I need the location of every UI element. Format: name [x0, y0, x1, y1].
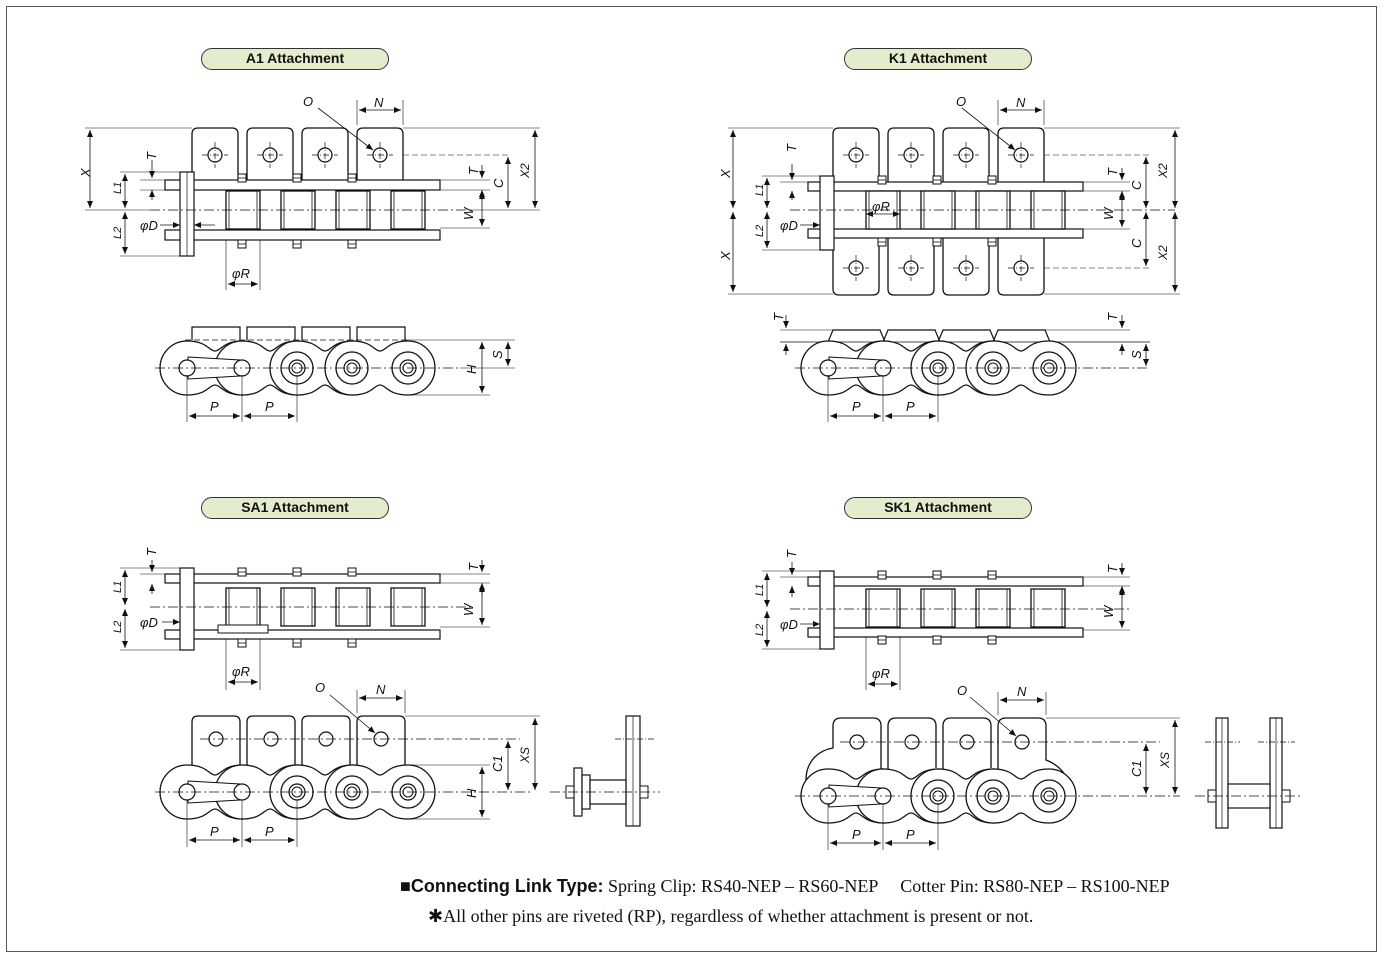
- sa1-dim-h-label: H: [464, 788, 479, 798]
- sk1-dim-c1-label: C1: [1129, 760, 1144, 777]
- sa1-side-view: [155, 690, 540, 847]
- dim-x-label: X: [78, 167, 93, 178]
- a1-side-labels: P P H S: [210, 350, 505, 414]
- k1-dim-s-label: S: [1129, 350, 1144, 359]
- sk1-labels: T L1 L2 φD φR T W: [754, 549, 1120, 681]
- k1-dim-n-label: N: [1016, 95, 1026, 110]
- dim-c-label: C: [491, 178, 506, 188]
- sa1-dim-p-label-2: P: [265, 824, 274, 839]
- sa1-dim-n-label: N: [376, 682, 386, 697]
- sk1-side-labels: O N P P C1 XS: [852, 683, 1172, 842]
- k1-dim-x-label: X: [718, 168, 733, 179]
- k1-dim-x2-label-2: X2: [1156, 245, 1170, 261]
- sk1-dim-d-label: φD: [780, 617, 798, 632]
- connecting-link-text: Spring Clip: RS40-NEP – RS60-NEP Cotter …: [603, 876, 1170, 896]
- dim-o-label: O: [303, 94, 313, 109]
- sk1-dim-o-label: O: [957, 683, 967, 698]
- dim-d-label: φD: [140, 218, 158, 233]
- dim-t-label-right: T: [466, 166, 481, 175]
- sa1-attachment-title: SA1 Attachment: [201, 497, 389, 519]
- dim-x2-label: X2: [518, 163, 532, 179]
- dim-n-label: N: [374, 95, 384, 110]
- k1-dim-o-label: O: [956, 94, 966, 109]
- k1-attachment-title: K1 Attachment: [844, 48, 1032, 70]
- dim-t-label: T: [144, 151, 159, 160]
- dim-l2-label: L2: [112, 227, 124, 239]
- sa1-dim-w-label: W: [461, 602, 476, 616]
- sa1-dim-o-label: O: [315, 680, 325, 695]
- sa1-side-labels: O N P P H C1 XS: [210, 680, 532, 839]
- sa1-dim-d-label: φD: [140, 615, 158, 630]
- sk1-dim-p-label-2: P: [906, 827, 915, 842]
- k1-dim-p-label: P: [852, 399, 861, 414]
- dim-r-label: φR: [232, 266, 250, 281]
- k1-dim-x-label-2: X: [718, 250, 733, 261]
- sa1-dim-r-label: φR: [232, 664, 250, 679]
- k1-dim-r-label: φR: [872, 199, 890, 214]
- sk1-dim-p-label: P: [852, 827, 861, 842]
- riveted-pins-note: ✱All other pins are riveted (RP), regard…: [428, 906, 1034, 926]
- k1-side-t-label-2: T: [1105, 312, 1120, 321]
- k1-dim-l1-label: L1: [754, 184, 766, 196]
- sa1-dim-c1-label: C1: [490, 755, 505, 772]
- k1-dim-t-right-label: T: [1105, 167, 1120, 176]
- dim-l1-label: L1: [112, 182, 124, 194]
- sa1-labels: T L1 L2 φD φR T W: [112, 547, 481, 679]
- sk1-dim-w-label: W: [1101, 604, 1116, 618]
- a1-labels: O N X T L1 L2 φD φR T W C X2: [78, 94, 532, 281]
- sk1-dim-l1-label: L1: [754, 584, 766, 596]
- sa1-dim-t-right-label: T: [466, 562, 481, 571]
- sk1-top-view: [762, 562, 1130, 690]
- k1-dim-w-label: W: [1101, 206, 1116, 220]
- k1-dim-p-label-2: P: [906, 399, 915, 414]
- k1-dim-l2-label: L2: [754, 225, 766, 237]
- dim-p-label: P: [210, 399, 219, 414]
- dim-h-label: H: [464, 364, 479, 374]
- page-frame: [6, 6, 1377, 952]
- sa1-top-view: [120, 560, 490, 690]
- sa1-end-view: [550, 715, 660, 827]
- sk1-dim-t-right-label: T: [1105, 564, 1120, 573]
- k1-labels: O N X X T L1 L2 φD φR T W C C X2 X2: [718, 94, 1170, 261]
- connecting-link-note: ■Connecting Link Type: Spring Clip: RS40…: [400, 876, 1170, 897]
- a1-side-view: [155, 326, 515, 422]
- sa1-dim-t-label: T: [144, 547, 159, 556]
- sa1-dim-l1-label: L1: [112, 581, 124, 593]
- dim-s-label: S: [490, 350, 505, 359]
- sk1-dim-t-label: T: [784, 549, 799, 558]
- sk1-dim-xs-label: XS: [1158, 752, 1172, 769]
- a1-attachment-title: A1 Attachment: [201, 48, 389, 70]
- sa1-dim-p-label: P: [210, 824, 219, 839]
- sk1-dim-r-label: φR: [872, 666, 890, 681]
- k1-dim-c-label: C: [1129, 180, 1144, 190]
- sk1-dim-n-label: N: [1017, 684, 1027, 699]
- dim-p-label-2: P: [265, 399, 274, 414]
- a1-top-view: [85, 100, 540, 290]
- dim-w-label: W: [461, 206, 476, 220]
- k1-dim-t-label: T: [784, 143, 799, 152]
- k1-dim-c-label-2: C: [1129, 238, 1144, 248]
- k1-side-labels: P P T T S: [771, 312, 1144, 414]
- k1-side-view: [780, 315, 1150, 422]
- sk1-side-view: [795, 692, 1180, 850]
- k1-top-view: [728, 100, 1180, 296]
- k1-side-t-label: T: [771, 312, 786, 321]
- sa1-dim-xs-label: XS: [518, 747, 532, 764]
- k1-dim-x2-label: X2: [1156, 163, 1170, 179]
- connecting-link-label: ■Connecting Link Type:: [400, 876, 604, 896]
- sk1-end-view: [1195, 717, 1300, 829]
- k1-dim-d-label: φD: [780, 218, 798, 233]
- sk1-dim-l2-label: L2: [754, 624, 766, 636]
- sk1-attachment-title: SK1 Attachment: [844, 497, 1032, 519]
- sa1-dim-l2-label: L2: [112, 621, 124, 633]
